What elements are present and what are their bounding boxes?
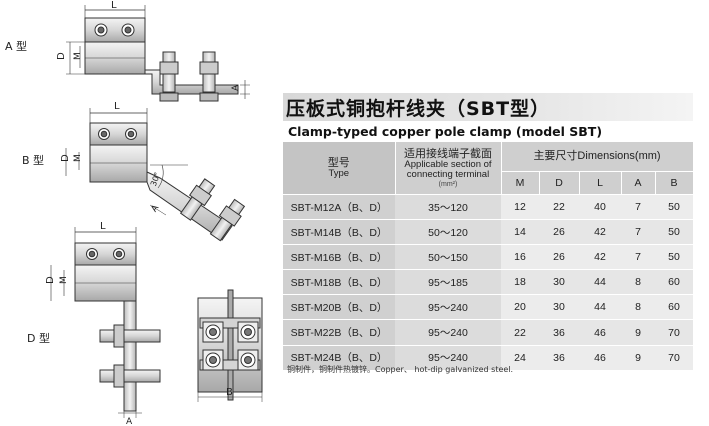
dim-col-header: D [539,171,580,196]
dim-b-cell: 50 [655,219,693,246]
dim-m-cell: 16 [501,244,539,271]
section-cell: 50～120 [395,219,501,246]
dim-col-header: M [501,171,540,196]
model-cell: SBT-M24B（B、D） [283,345,395,371]
type-b-drawing [65,108,246,242]
type-d-drawing [50,227,161,418]
type-a-dim-d: D [56,52,67,60]
dim-m-cell: 12 [501,194,539,221]
section-cell: 50～150 [395,244,501,271]
type-a-label: A 型 [5,40,28,53]
dim-d-cell: 26 [539,219,579,246]
model-header: 型号 Type [283,142,396,195]
section-cell: 95～185 [395,269,501,296]
dim-l-cell: 46 [579,345,621,371]
section-cell: 95～240 [395,319,501,346]
section-cell: 95～240 [395,294,501,321]
dim-l-cell: 46 [579,319,621,346]
dim-col-header: A [621,171,656,196]
type-b-dim-a: A [150,203,162,214]
dim-d-cell: 22 [539,194,579,221]
type-b-dim-d: D [60,154,71,162]
type-b-dim-m: M [73,154,83,162]
type-a-dim-m: M [73,52,83,60]
type-b-dim-l: L [114,101,120,112]
title-bar [283,93,693,121]
dim-b-cell: 50 [655,194,693,221]
dim-a-cell: 7 [621,244,655,271]
front-view-dim-b: B [226,387,233,398]
dim-b-cell: 50 [655,244,693,271]
dim-d-cell: 30 [539,294,579,321]
dim-a-cell: 9 [621,319,655,346]
dim-a-cell: 8 [621,294,655,321]
model-cell: SBT-M16B（B、D） [283,244,395,271]
dim-col-header: B [655,171,694,196]
dim-l-cell: 42 [579,244,621,271]
dim-m-cell: 14 [501,219,539,246]
model-cell: SBT-M12A（B、D） [283,194,395,221]
dimensions-header: 主要尺寸Dimensions(mm) [501,142,694,172]
dim-b-cell: 70 [655,319,693,346]
technical-drawings: L D M A L D M 30° A L D M A B [45,0,263,426]
model-cell: SBT-M14B（B、D） [283,219,395,246]
dim-d-cell: 36 [539,319,579,346]
dim-m-cell: 24 [501,345,539,371]
section-cell: 95～240 [395,345,501,371]
front-view-drawing [197,289,263,402]
dim-b-cell: 60 [655,269,693,296]
spec-table: 型号 Type 适用接线端子截面 Applicable section of c… [283,142,694,371]
dim-l-cell: 44 [579,294,621,321]
type-b-label: B 型 [22,154,45,167]
dim-a-cell: 9 [621,345,655,371]
section-cell: 35～120 [395,194,501,221]
dim-b-cell: 60 [655,294,693,321]
dim-m-cell: 20 [501,294,539,321]
dim-l-cell: 44 [579,269,621,296]
dim-d-cell: 36 [539,345,579,371]
type-a-dim-l: L [111,0,117,11]
dim-a-cell: 7 [621,219,655,246]
dim-a-cell: 7 [621,194,655,221]
dim-b-cell: 70 [655,345,693,371]
section-header: 适用接线端子截面 Applicable section of connectin… [395,142,502,195]
model-cell: SBT-M22B（B、D） [283,319,395,346]
dim-l-cell: 42 [579,219,621,246]
dim-l-cell: 40 [579,194,621,221]
dim-a-cell: 8 [621,269,655,296]
model-cell: SBT-M18B（B、D） [283,269,395,296]
dim-d-cell: 26 [539,244,579,271]
model-cell: SBT-M20B（B、D） [283,294,395,321]
type-d-label: D 型 [27,332,50,345]
type-d-dim-m: M [59,276,69,284]
page-title-en: Clamp-typed copper pole clamp (model SBT… [288,124,603,139]
type-a-dim-a: A [231,84,241,91]
dim-col-header: L [579,171,622,196]
dim-m-cell: 22 [501,319,539,346]
material-note: 铜制件，铜制件热镀锌。Copper、 hot-dip galvanized st… [287,365,514,374]
type-d-dim-d: D [45,276,56,284]
type-a-drawing [66,5,250,102]
dim-m-cell: 18 [501,269,539,296]
dim-d-cell: 30 [539,269,579,296]
page-title-cn: 压板式铜抱杆线夹（SBT型） [286,98,551,120]
type-d-dim-l: L [100,221,106,232]
type-d-dim-a: A [126,417,133,426]
